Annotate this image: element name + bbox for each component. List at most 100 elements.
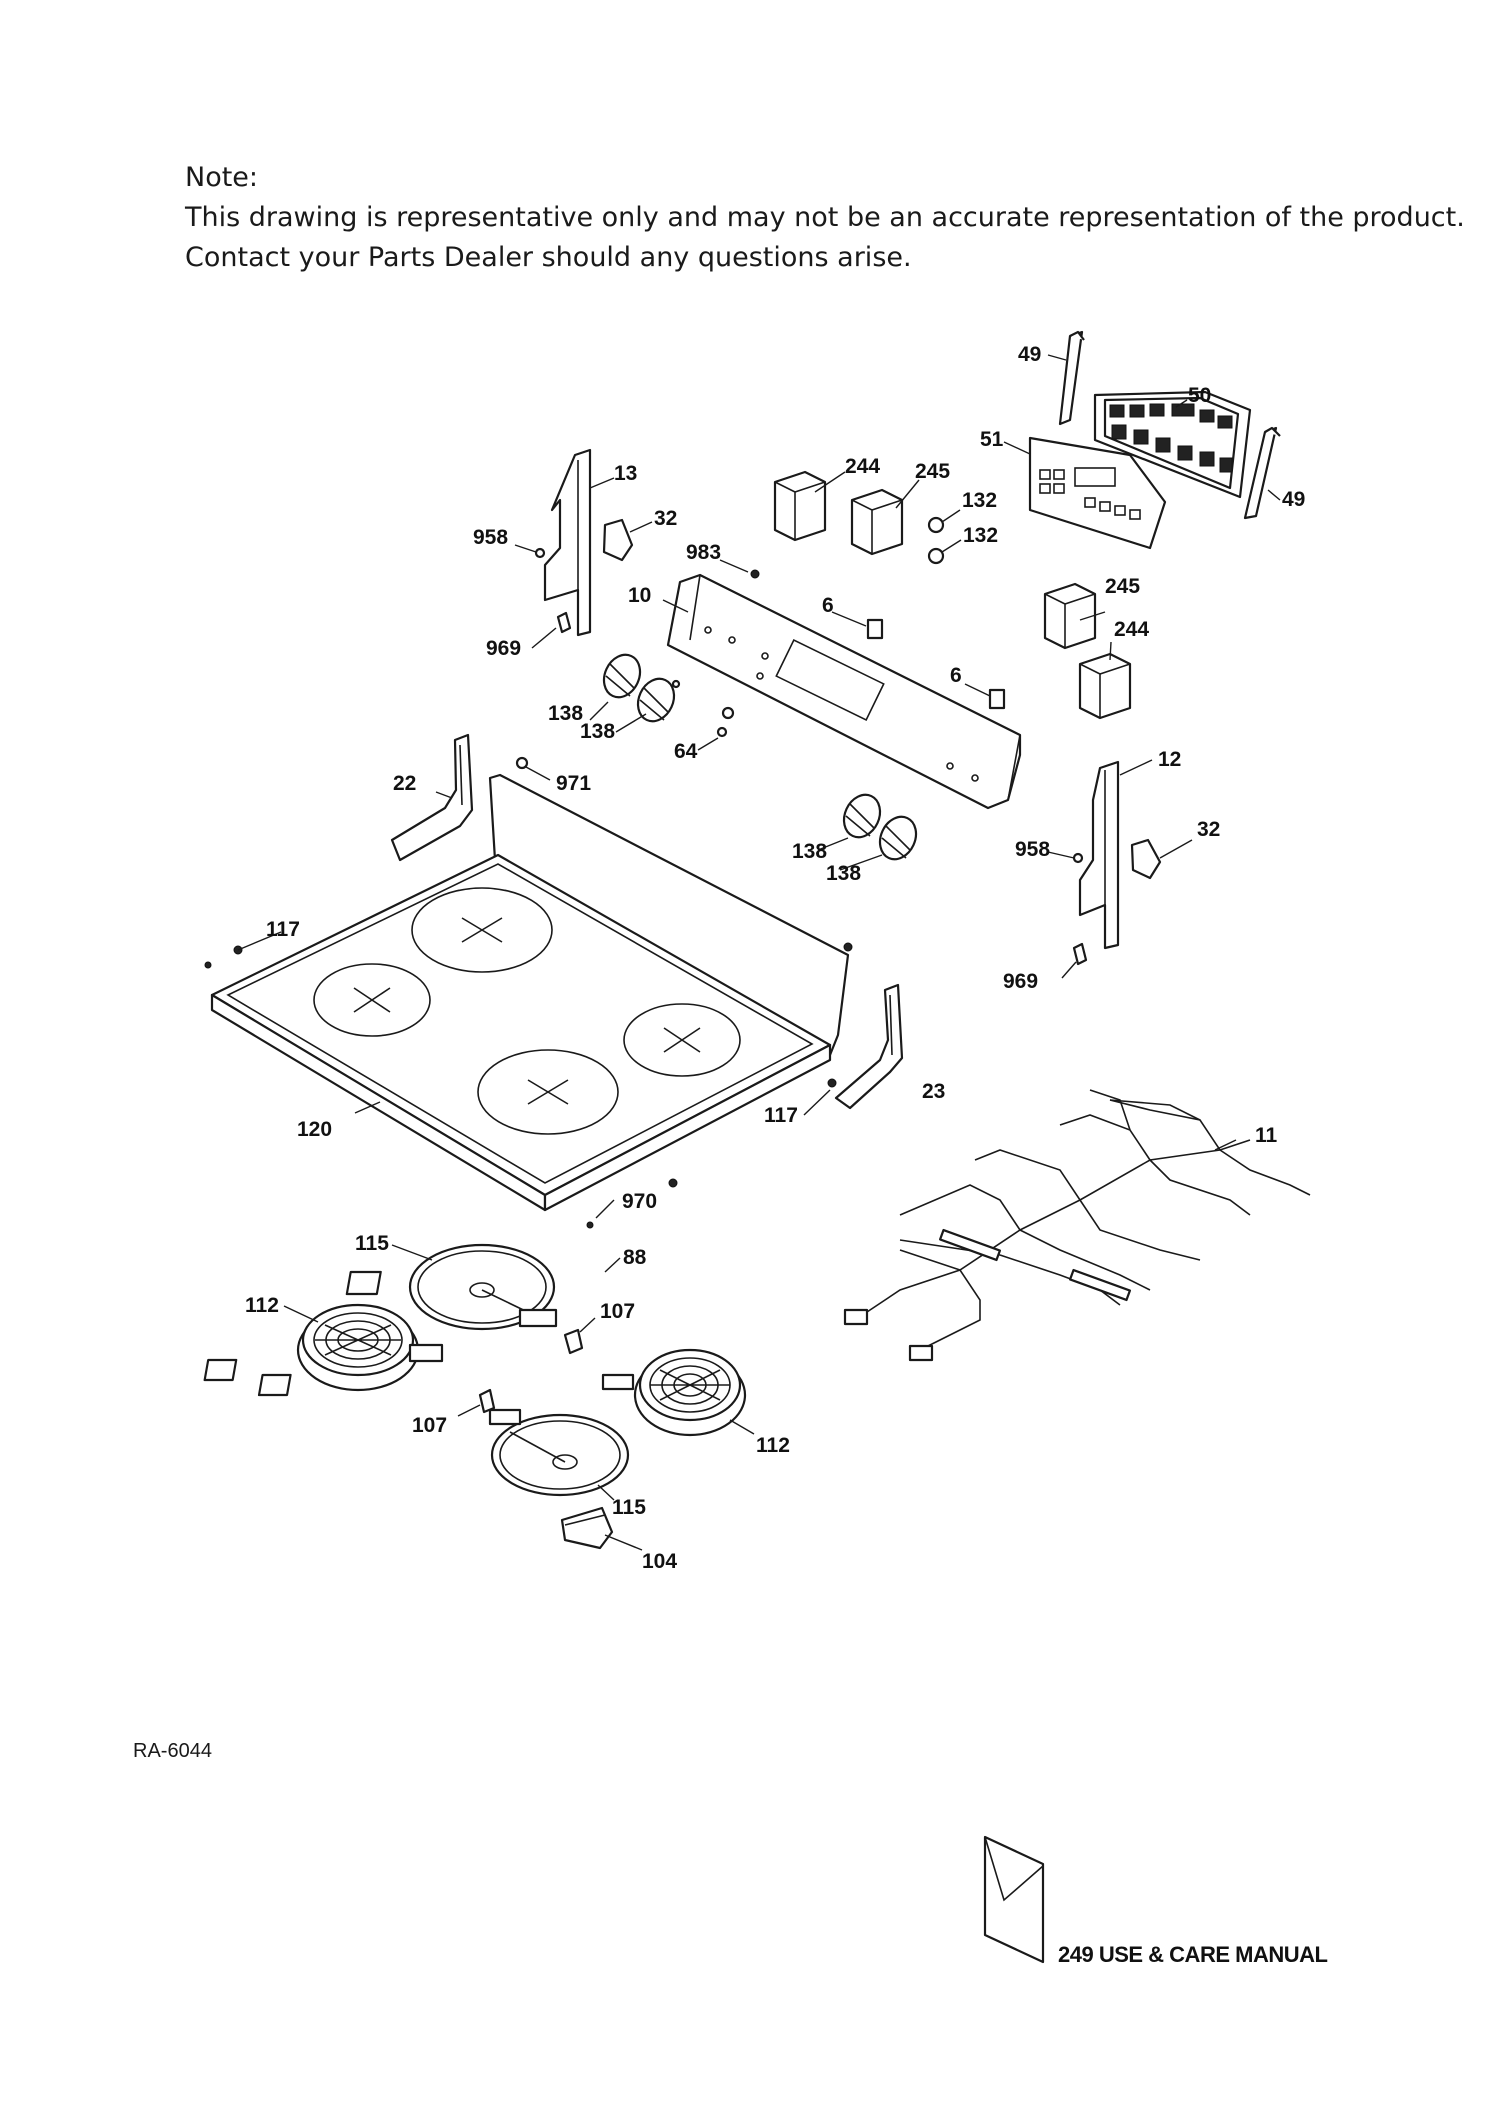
part-117-screw-c (827, 1078, 837, 1088)
part-138-knob-c (842, 793, 882, 839)
part-104-bracket (560, 1506, 614, 1550)
callout-132-b: 132 (963, 524, 998, 547)
part-115-element-bottom (488, 1408, 630, 1497)
part-6-badge-a (866, 618, 884, 640)
callout-117-a: 117 (266, 918, 300, 941)
part-107-pad-c (257, 1373, 292, 1397)
callout-50: 50 (1188, 384, 1211, 407)
part-11-wire-harness (843, 1089, 1311, 1362)
part-64-knob-shafts (671, 679, 735, 738)
part-244-relay-top (773, 470, 827, 542)
part-245-relay-top (850, 488, 904, 556)
part-138-knob-a (602, 653, 642, 699)
part-49-bracket-left (1058, 330, 1085, 426)
callout-112-b: 112 (756, 1434, 790, 1457)
callout-12: 12 (1158, 748, 1181, 771)
part-983-screw (750, 569, 760, 579)
part-50-control-board (1093, 390, 1252, 499)
callout-138-b: 138 (580, 720, 615, 743)
part-971-screw (515, 756, 529, 770)
callout-969-a: 969 (486, 637, 521, 660)
callout-970: 970 (622, 1190, 657, 1213)
part-107-clip-a (563, 1328, 584, 1355)
callout-107-a: 107 (600, 1300, 635, 1323)
part-112-radiant-element-right (601, 1348, 747, 1437)
callout-969-b: 969 (1003, 970, 1038, 993)
part-969-screw-right (1072, 942, 1088, 966)
part-138-knob-d (878, 815, 918, 861)
callout-245-a: 245 (915, 460, 950, 483)
callout-115-b: 115 (612, 1496, 646, 1519)
callout-64: 64 (674, 740, 698, 763)
callout-49-a: 49 (1018, 343, 1041, 366)
callout-10: 10 (628, 584, 651, 607)
part-6-badge-b (988, 688, 1006, 710)
callout-32-b: 32 (1197, 818, 1220, 841)
part-969-screw-left (556, 611, 572, 634)
part-88-pad (345, 1270, 382, 1296)
note-line-1: This drawing is representative only and … (185, 202, 1465, 233)
part-13-side-bracket-left (543, 448, 592, 637)
callout-49-b: 49 (1282, 488, 1305, 511)
part-244-relay-lower (1078, 652, 1132, 720)
part-107-pad-b (203, 1358, 238, 1382)
part-112-radiant-element-left (296, 1303, 444, 1392)
callout-958-a: 958 (473, 526, 508, 549)
part-138-knob-b (636, 677, 676, 723)
part-22-bracket-left (390, 733, 474, 862)
callout-138-a: 138 (548, 702, 583, 725)
note-heading: Note: (185, 162, 259, 193)
drawing-code: RA-6044 (133, 1740, 212, 1762)
callout-117-b: 117 (764, 1104, 798, 1127)
cooktop-burner-rings (313, 887, 741, 1135)
manual-label: 249 USE & CARE MANUAL (1058, 1942, 1328, 1967)
callout-244-b: 244 (1114, 618, 1149, 641)
callout-138-d: 138 (826, 862, 861, 885)
part-120-cooktop-glass (210, 773, 850, 1212)
part-107-clip-b (478, 1388, 496, 1414)
part-32-clip-left (602, 518, 634, 562)
part-23-bracket-right (834, 983, 904, 1110)
callout-23: 23 (922, 1080, 945, 1103)
leader-lines (237, 354, 1281, 1551)
callout-983: 983 (686, 541, 721, 564)
callout-51: 51 (980, 428, 1004, 451)
part-51-control-overlay (1028, 436, 1167, 550)
callout-104: 104 (642, 1550, 677, 1573)
part-132-connectors (927, 516, 945, 565)
part-970-screw-a (668, 1178, 678, 1188)
part-117-pin (204, 961, 212, 969)
callout-112-a: 112 (245, 1294, 279, 1317)
callout-88: 88 (623, 1246, 647, 1269)
disclaimer-note: Note: This drawing is representative onl… (185, 158, 1465, 278)
callout-120: 120 (297, 1118, 332, 1141)
callout-245-b: 245 (1105, 575, 1140, 598)
part-117-screw-b (843, 942, 853, 952)
note-line-2: Contact your Parts Dealer should any que… (185, 242, 912, 273)
callout-6-a: 6 (822, 594, 834, 617)
callout-244-a: 244 (845, 455, 880, 478)
part-970-screw-b (586, 1221, 594, 1229)
part-12-side-bracket-right (1078, 760, 1120, 950)
callout-107-b: 107 (412, 1414, 447, 1437)
callout-115-a: 115 (355, 1232, 389, 1255)
callout-132-a: 132 (962, 489, 997, 512)
callout-6-b: 6 (950, 664, 962, 687)
callout-labels: 49 50 51 49 244 245 132 132 13 32 958 96… (245, 343, 1305, 1573)
part-32-clip-right (1130, 838, 1162, 880)
part-958-screw-right (1072, 852, 1084, 864)
manual-document-icon (983, 1835, 1045, 1964)
part-115-element-top (408, 1243, 558, 1331)
part-958-screw-left (534, 547, 546, 559)
callout-971: 971 (556, 772, 591, 795)
callout-13: 13 (614, 462, 637, 485)
part-10-backguard (666, 573, 1022, 810)
callout-11: 11 (1255, 1124, 1278, 1147)
part-49-bracket-right (1243, 426, 1281, 520)
callout-32-a: 32 (654, 507, 677, 530)
callout-138-c: 138 (792, 840, 827, 863)
part-245-relay-lower (1043, 582, 1097, 650)
callout-958-b: 958 (1015, 838, 1050, 861)
